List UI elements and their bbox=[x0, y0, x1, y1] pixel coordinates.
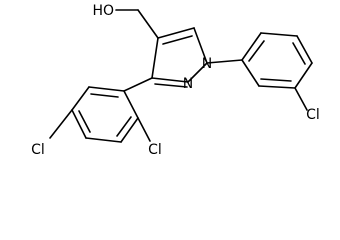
bond-dcp-a-b-double bbox=[90, 93, 119, 98]
bond-n1-n2 bbox=[187, 62, 208, 83]
bond-dcp-cl-center bbox=[137, 117, 151, 142]
bond-n2-c3 bbox=[151, 77, 189, 83]
bond-cp-a-b bbox=[241, 32, 262, 61]
bond-c4-c5 bbox=[157, 27, 195, 39]
bond-c4-c5-double bbox=[162, 35, 193, 45]
bond-n2-c3-double bbox=[154, 83, 188, 88]
chlorine-right-label: Cl bbox=[306, 107, 320, 123]
bond-cp-d-e bbox=[294, 62, 313, 89]
chlorine-left-label: Cl bbox=[31, 142, 45, 158]
bond-c4-ch2 bbox=[137, 9, 159, 39]
bond-dcp-e-f-double bbox=[116, 116, 132, 137]
bond-cp-f-a bbox=[241, 59, 260, 87]
bond-cp-c-d bbox=[296, 35, 313, 64]
bond-c3-c4 bbox=[151, 37, 159, 79]
bond-cp-e-f-double bbox=[260, 78, 292, 82]
bond-c5-n1 bbox=[193, 27, 208, 64]
bond-c3-aryl bbox=[123, 77, 153, 92]
bond-dcp-a-b bbox=[88, 86, 125, 92]
bond-dcp-b-c bbox=[71, 86, 90, 111]
bond-dcp-cl-left bbox=[49, 109, 73, 139]
bond-dcp-c-d bbox=[71, 109, 87, 139]
hydroxyl-label: HO bbox=[92, 3, 114, 19]
bond-cp-cl bbox=[294, 87, 308, 111]
pyrazole-n1-label: N bbox=[202, 56, 212, 72]
chemical-structure: HO N N Cl Cl Cl bbox=[31, 3, 320, 158]
chlorine-center-label: Cl bbox=[148, 142, 162, 158]
bond-cp-e-f bbox=[258, 85, 296, 89]
bond-cp-a-b-double bbox=[248, 40, 265, 62]
bond-dcp-f-a bbox=[123, 90, 139, 119]
bond-cp-b-c bbox=[260, 32, 298, 37]
bond-dcp-c-d-double bbox=[78, 110, 91, 133]
bond-dcp-e-f bbox=[120, 117, 139, 143]
bond-dcp-d-e bbox=[85, 137, 122, 143]
pyrazole-n2-label: N bbox=[183, 76, 193, 92]
bond-n1-aryl bbox=[206, 59, 243, 64]
bond-cp-c-d-double bbox=[292, 42, 306, 65]
